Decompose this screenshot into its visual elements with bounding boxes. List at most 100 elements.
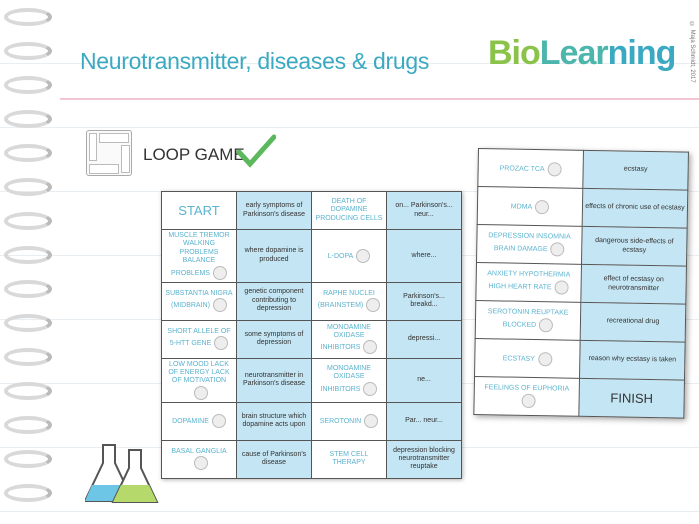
flask-icon xyxy=(85,444,159,503)
dopamine-molecule-icon xyxy=(211,414,226,429)
loop-card-cell: ecstasy xyxy=(582,150,689,191)
cell-text: ecstasy xyxy=(623,165,648,174)
section-label: LOOP GAME xyxy=(143,145,245,164)
cell-text: early symptoms of Parkinson's disease xyxy=(242,202,306,218)
brain-icon xyxy=(366,298,381,313)
table-row: DOPAMINE brain structure which dopamine a… xyxy=(161,401,462,441)
spiral-ring xyxy=(4,8,52,26)
cell-text: where dopamine is produced xyxy=(244,247,304,263)
page-title: Neurotransmitter, diseases & drugs xyxy=(80,48,430,74)
loop-card-cell: SEROTONIN REUPTAKE BLOCKED xyxy=(475,300,581,341)
loop-card-cell: depressi... xyxy=(386,319,462,359)
cell-text: effect of ecstasy on neurotransmitter xyxy=(603,275,664,292)
spiral-ring xyxy=(4,76,52,94)
cell-text: on... Parkinson's... neur... xyxy=(395,202,453,218)
brain-icon xyxy=(212,298,227,313)
cell-text: FEELINGS OF EUPHORIA xyxy=(484,384,570,393)
loop-card-cell: dangerous side-effects of ecstasy xyxy=(581,226,688,267)
spiral-ring xyxy=(4,280,52,298)
checkmark-icon xyxy=(236,134,276,168)
cell-text: PROZAC TCA xyxy=(499,164,545,173)
cell-text: DEATH OF DOPAMINE PRODUCING CELLS xyxy=(315,197,383,222)
cell-text: L-DOPA xyxy=(327,252,354,260)
cell-text: depression blocking neurotransmitter reu… xyxy=(393,446,455,471)
loop-card-cell: START xyxy=(161,191,237,230)
cell-text: dangerous side-effects of ecstasy xyxy=(595,237,674,254)
cell-text: START xyxy=(178,202,220,218)
synapse-blocked-icon xyxy=(539,317,554,333)
mdma-molecule-icon xyxy=(535,199,550,214)
spiral-binding xyxy=(0,0,60,524)
loop-card-cell: early symptoms of Parkinson's disease xyxy=(236,191,312,230)
spiral-ring xyxy=(4,144,52,162)
loop-card-cell: genetic component contributing to depres… xyxy=(236,281,312,321)
loop-card-cell: SEROTONIN xyxy=(311,401,387,441)
cell-text: Parkinson's... breakd... xyxy=(403,292,445,309)
cell-text: some symptoms of depression xyxy=(244,330,304,347)
medicine-bottle-icon xyxy=(363,340,378,355)
brain-section-icon xyxy=(193,456,208,471)
cell-text: SEROTONIN REUPTAKE BLOCKED xyxy=(487,308,569,329)
cell-text: MUSCLE TREMOR WALKING PROBLEMS BALANCE P… xyxy=(168,232,230,277)
cell-text: DOPAMINE xyxy=(172,418,209,426)
loop-card-cell: L-DOPA xyxy=(311,229,387,283)
cell-text: SEROTONIN xyxy=(319,418,362,426)
spiral-ring xyxy=(4,42,52,60)
loop-card-cell: RAPHE NUCLEI (BRAINSTEM) xyxy=(311,281,387,321)
loop-card-cell: DEATH OF DOPAMINE PRODUCING CELLS xyxy=(311,191,387,230)
loop-game-table: START early symptoms of Parkinson's disea… xyxy=(161,191,462,479)
loop-card-cell: effect of ecstasy on neurotransmitter xyxy=(580,264,687,305)
loop-card-cell: reason why ecstasy is taken xyxy=(579,340,686,381)
cell-text: recreational drug xyxy=(606,317,660,326)
spiral-ring xyxy=(4,178,52,196)
table-row: START early symptoms of Parkinson's disea… xyxy=(161,191,462,230)
cell-text: genetic component contributing to depres… xyxy=(244,288,304,313)
neuron-synapse-icon xyxy=(214,336,229,351)
spiral-ring xyxy=(4,110,52,128)
table-row: LOW MOOD LACK OF ENERGY LACK OF MOTIVATI… xyxy=(161,357,462,403)
spiral-ring xyxy=(4,416,52,434)
loop-card-cell: recreational drug xyxy=(580,302,686,343)
loop-card-cell: ne... xyxy=(386,357,462,403)
loop-card-cell: DOPAMINE xyxy=(161,401,237,441)
cell-text: RAPHE NUCLEI (BRAINSTEM) xyxy=(317,289,375,310)
copyright: © Maja Schmidt, 2017 xyxy=(689,22,695,83)
spiral-ring xyxy=(4,450,52,468)
cell-text: MONOAMINE OXIDASE INHIBITORS xyxy=(320,364,371,393)
loop-card-cell: ANXIETY HYPOTHERMIA HIGH HEART RATE xyxy=(475,262,582,303)
loop-card-cell: MDMA xyxy=(477,186,583,227)
table-row: SHORT ALLELE OF 5-HTT GENE some symptoms … xyxy=(161,319,462,359)
loop-card-cell: SUBSTANTIA NIGRA (MIDBRAIN) xyxy=(161,281,237,321)
table-row: MUSCLE TREMOR WALKING PROBLEMS BALANCE P… xyxy=(161,229,462,283)
cell-text: STEM CELL THERAPY xyxy=(329,450,369,467)
loop-card-cell: ECSTASY xyxy=(474,338,581,379)
loop-card-cell: LOW MOOD LACK OF ENERGY LACK OF MOTIVATI… xyxy=(161,357,237,403)
medicine-bottle-icon xyxy=(356,248,371,263)
spiral-ring xyxy=(4,484,52,502)
loop-card-cell: PROZAC TCA xyxy=(477,148,584,189)
cell-text: LOW MOOD LACK OF ENERGY LACK OF MOTIVATI… xyxy=(168,360,230,385)
loop-game-icon xyxy=(86,130,132,176)
spiral-ring xyxy=(4,212,52,230)
cell-text: MDMA xyxy=(510,202,533,211)
medicine-bottle-icon xyxy=(363,381,378,396)
cell-text: neurotransmitter in Parkinson's disease xyxy=(242,371,306,388)
biolearning-logo: BioLearning xyxy=(488,34,676,72)
loop-card-cell: brain structure which dopamine acts upon xyxy=(236,401,312,441)
table-row: DEPRESSION INSOMNIA BRAIN DAMAGE dangerou… xyxy=(476,224,688,267)
loop-card-cell: some symptoms of depression xyxy=(236,319,312,359)
spiral-ring xyxy=(4,314,52,332)
table-row: SEROTONIN REUPTAKE BLOCKED recreational d… xyxy=(475,300,686,343)
loop-card-cell: DEPRESSION INSOMNIA BRAIN DAMAGE xyxy=(476,224,583,265)
table-row: ANXIETY HYPOTHERMIA HIGH HEART RATE effec… xyxy=(475,262,687,305)
loop-card-cell: BASAL GANGLIA xyxy=(161,439,237,479)
cell-text: SUBSTANTIA NIGRA (MIDBRAIN) xyxy=(165,289,233,310)
loop-card-cell: Par... neur... xyxy=(386,401,462,441)
medicine-bottle-icon xyxy=(547,161,562,176)
serotonin-molecule-icon xyxy=(364,414,379,429)
loop-card-cell: FEELINGS OF EUPHORIA xyxy=(473,376,580,417)
loop-card-cell: SHORT ALLELE OF 5-HTT GENE xyxy=(161,319,237,359)
brain-icon xyxy=(550,241,565,257)
